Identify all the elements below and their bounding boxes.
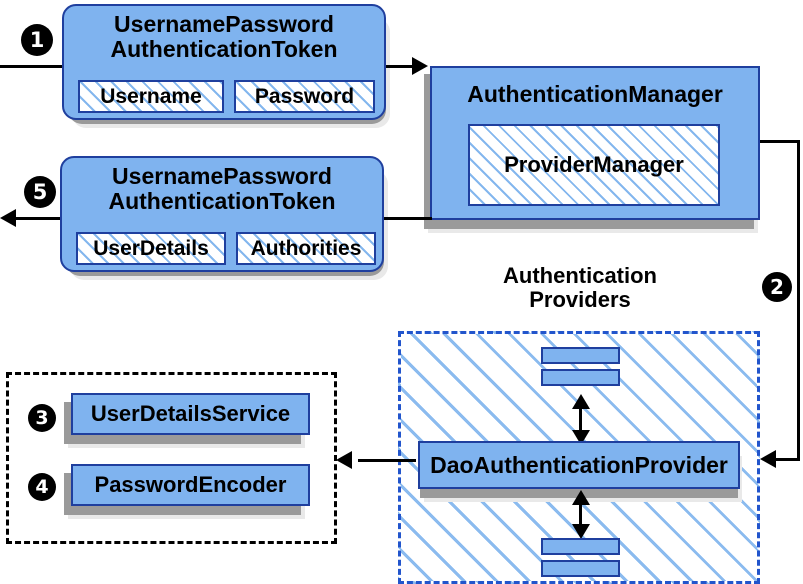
providers-title: Authentication Providers [470,263,690,313]
response-arrowhead [0,209,16,227]
provider-to-dependencies-arrowhead [336,451,352,469]
other-provider-bottom-2[interactable] [541,560,620,577]
provider-link-bottom-arrow-down [572,524,590,539]
other-provider-bottom-1[interactable] [541,538,620,555]
step-marker-5: 5 [24,176,56,208]
provider-to-dependencies-line [358,459,416,462]
step-marker-3: 3 [28,404,56,432]
step-marker-4: 4 [28,473,56,501]
response-outgoing-line [14,217,74,220]
dao-authentication-provider[interactable]: DaoAuthenticationProvider [418,441,740,489]
manager-to-provider-line-bottom [776,458,800,461]
password-encoder[interactable]: PasswordEncoder [71,464,310,506]
manager-to-response-line [384,217,432,220]
request-token-field-password[interactable]: Password [234,80,375,113]
step-marker-2: 2 [762,272,792,302]
response-token-title-line1: UsernamePassword [112,163,332,189]
user-details-service[interactable]: UserDetailsService [71,393,310,435]
request-token-field-username[interactable]: Username [78,80,224,113]
provider-link-top-line [579,400,582,435]
request-token-title-line2: AuthenticationToken [110,35,338,62]
providers-title-line1: Authentication [503,263,657,288]
providers-title-line2: Providers [529,287,631,313]
response-token-field-userdetails[interactable]: UserDetails [76,232,226,265]
other-provider-top-1[interactable] [541,347,620,364]
response-token-field-authorities[interactable]: Authorities [236,232,376,265]
response-token-title-line2: AuthenticationToken [108,187,336,214]
manager-to-provider-line-top [760,140,800,143]
token-to-manager-line [386,65,414,68]
other-provider-top-2[interactable] [541,369,620,386]
authentication-manager-title: AuthenticationManager [467,81,723,107]
request-token-title-line1: UsernamePassword [114,11,334,37]
manager-to-provider-line-vertical [797,140,800,460]
token-to-manager-arrowhead [412,57,428,75]
provider-link-bottom-line [579,496,582,529]
provider-manager[interactable]: ProviderManager [468,124,720,206]
manager-to-provider-arrowhead [760,450,776,468]
step-marker-1: 1 [21,24,53,56]
request-authentication-token[interactable]: UsernamePassword AuthenticationToken [62,4,386,120]
